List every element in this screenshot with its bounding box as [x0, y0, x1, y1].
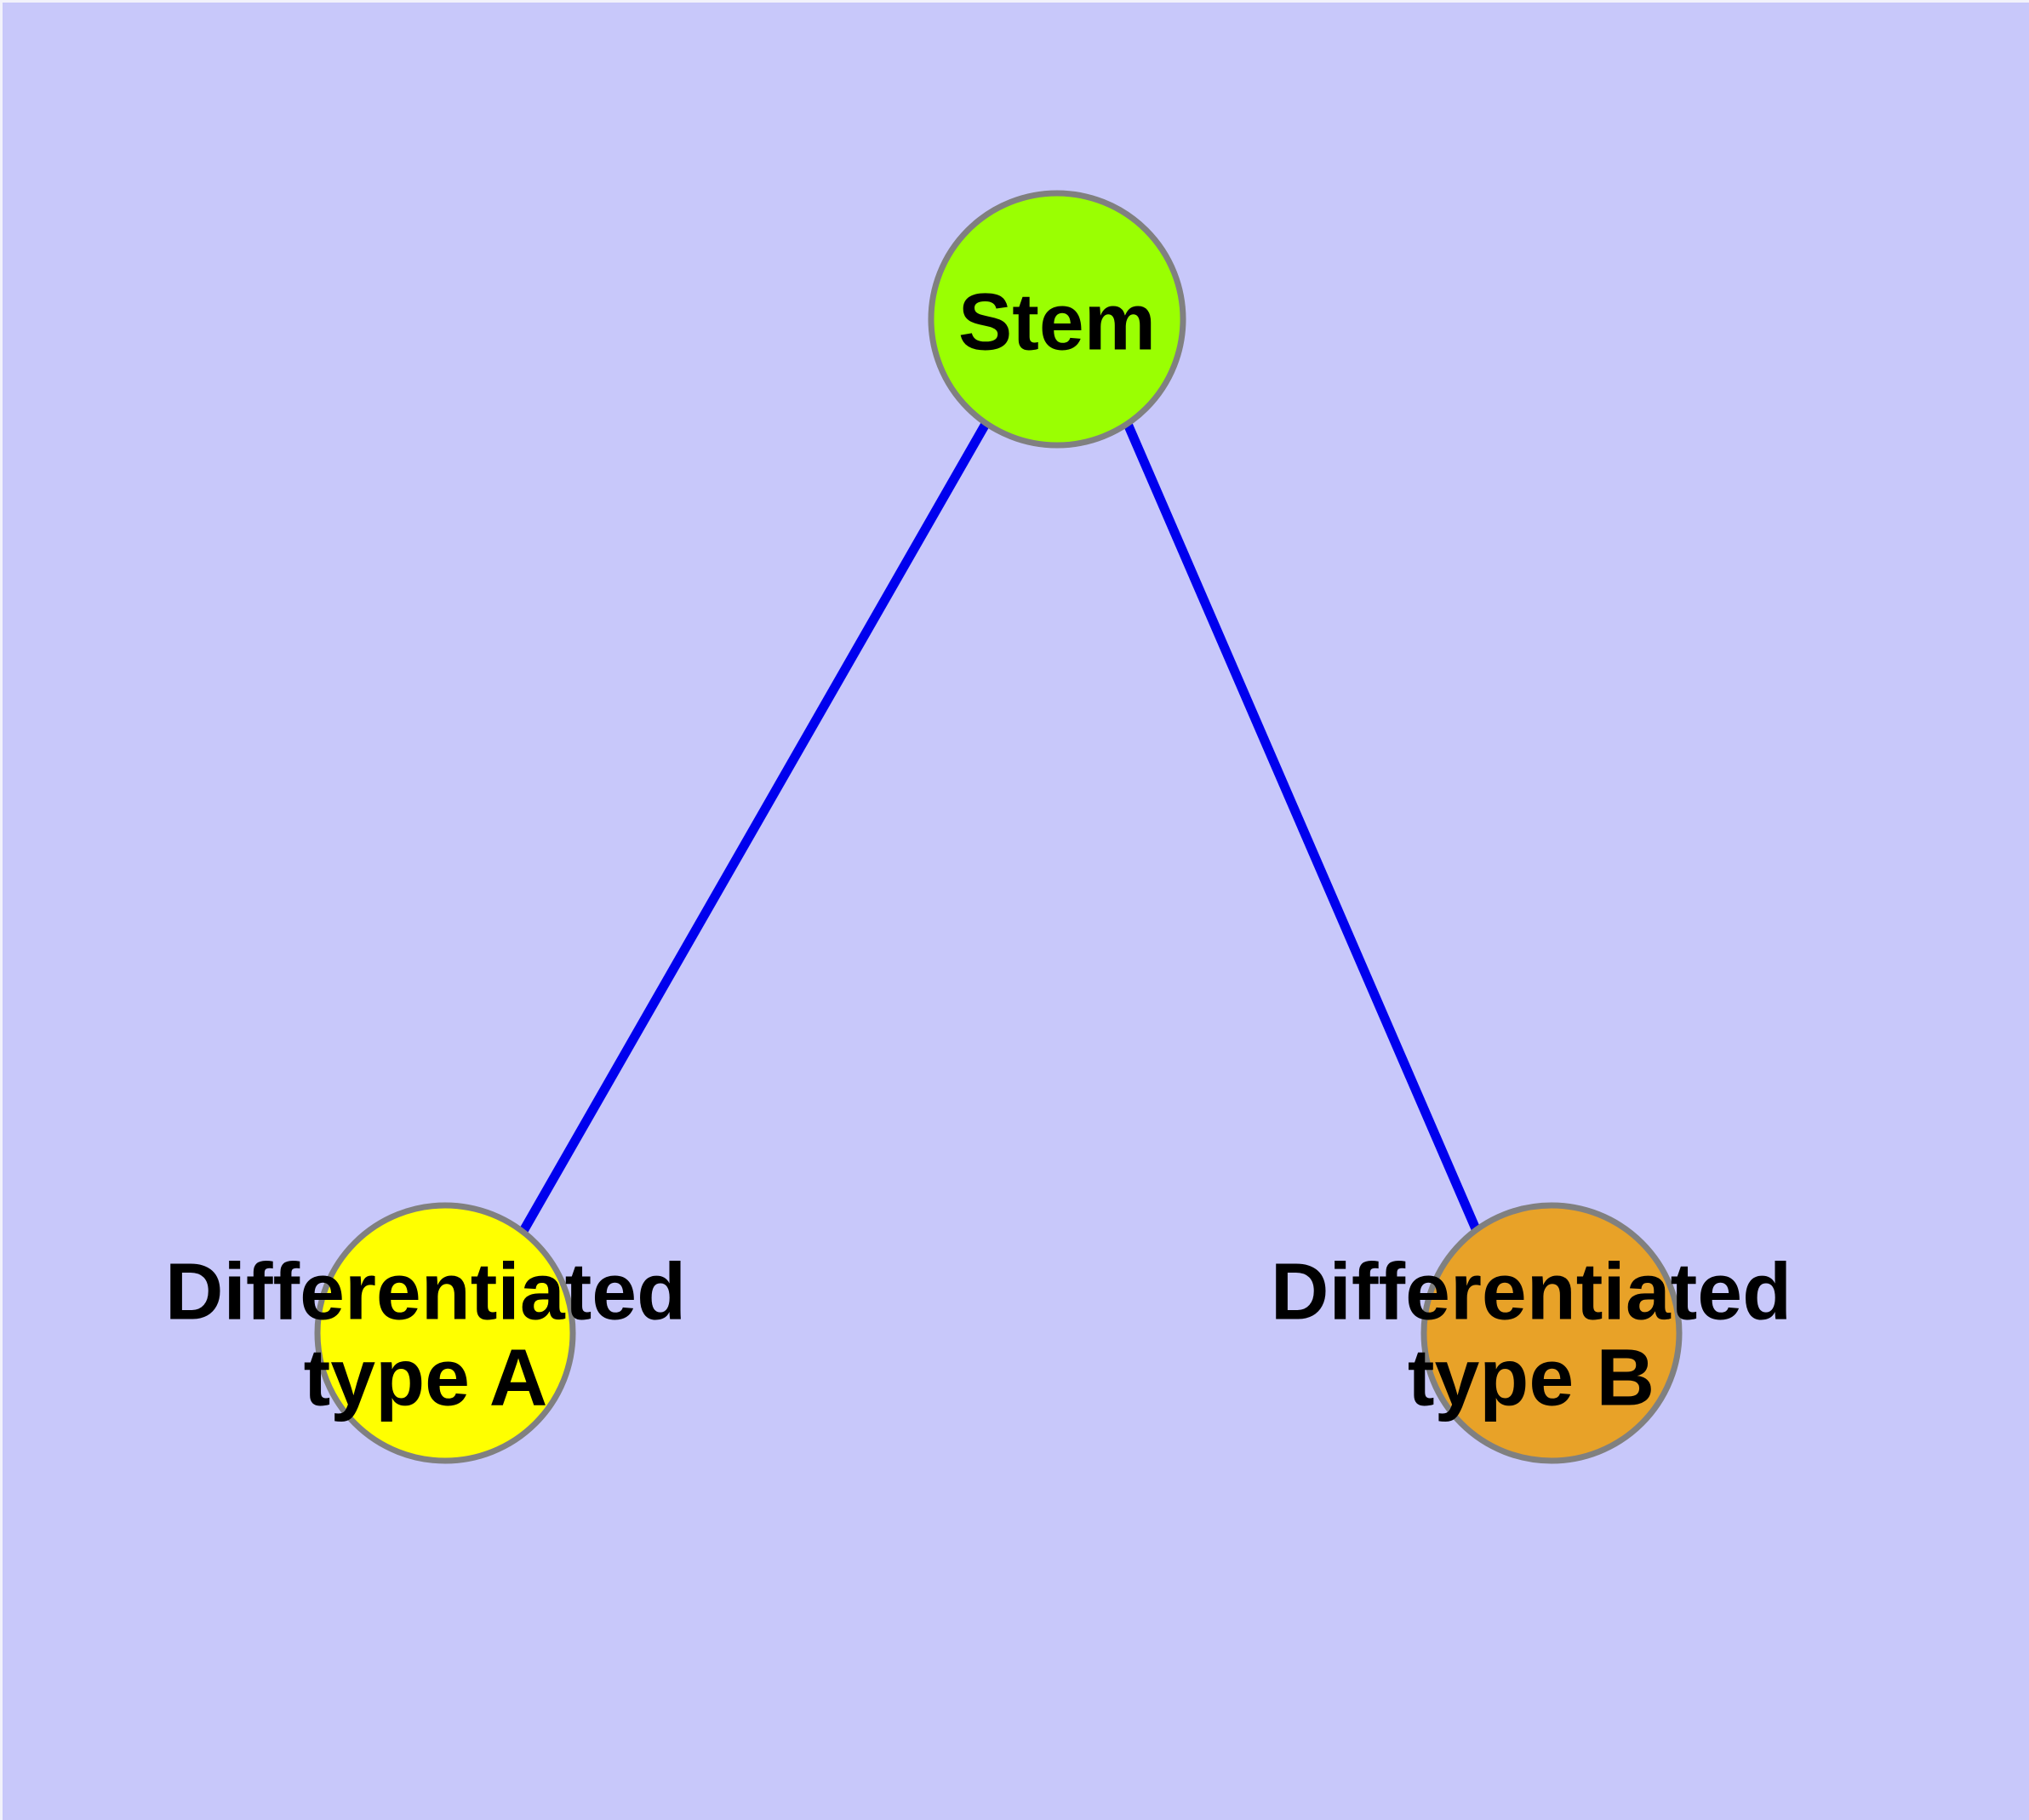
edge-layer — [519, 421, 1482, 1233]
node-differentiated-type-a[interactable] — [314, 1202, 576, 1464]
node-differentiated-type-b[interactable] — [1420, 1202, 1683, 1464]
graph-svg — [314, 190, 1683, 1464]
node-stem[interactable] — [928, 190, 1186, 449]
node-layer — [314, 190, 1683, 1464]
edge-stem-to-diff-b[interactable] — [1123, 421, 1482, 1233]
edge-stem-to-diff-a[interactable] — [519, 421, 990, 1233]
